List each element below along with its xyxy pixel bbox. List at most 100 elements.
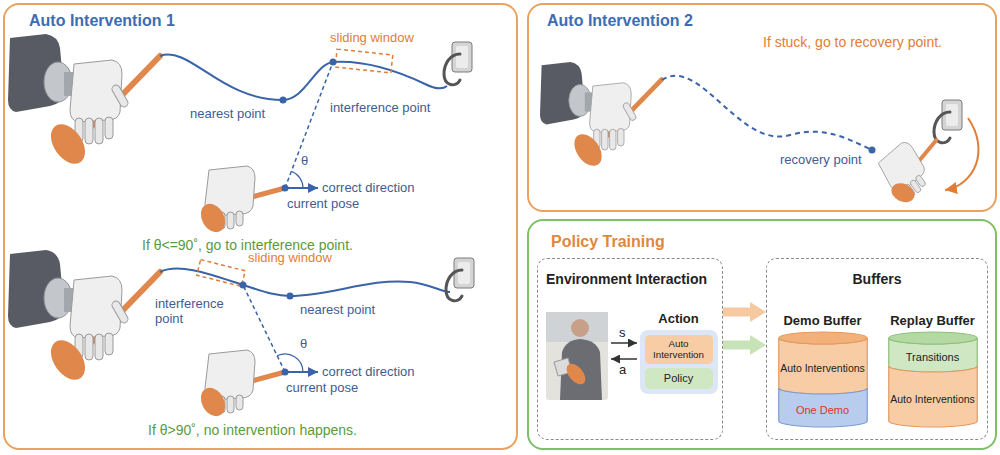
label-anchor: recovery point	[780, 152, 862, 167]
label-anchor: nearest point	[190, 106, 265, 121]
action-box: ActionAuto InterventionPolicy	[640, 330, 718, 394]
panel-title: Auto Intervention 2	[547, 12, 693, 31]
buffer-layer: Auto Interventions	[888, 372, 978, 427]
cylinder-band	[778, 388, 867, 427]
point-label: interference point	[330, 100, 430, 115]
panel: Auto Intervention 1	[3, 3, 518, 450]
trajectory-curve	[160, 269, 450, 296]
pose-label: current pose	[286, 380, 358, 395]
point-dot	[869, 147, 876, 154]
group-box: Environment InteractionActionAuto Interv…	[537, 258, 723, 440]
layer-label: Transitions	[906, 351, 959, 364]
direction-label: correct direction	[322, 364, 414, 379]
dashed-guide	[285, 62, 333, 188]
robot-hand	[196, 350, 285, 420]
photo-wall	[546, 312, 608, 342]
angle-arc	[277, 354, 303, 372]
label-anchor: nearest point	[300, 302, 375, 317]
action-arrow	[611, 358, 637, 360]
rule-note: If stuck, go to recovery point.	[763, 34, 942, 51]
cylinder-band	[778, 338, 867, 394]
label-anchor: interference point	[330, 100, 430, 115]
layer-label: Auto Interventions	[890, 393, 975, 405]
label-anchor: sliding window	[330, 30, 414, 45]
point-label: nearest point	[300, 302, 375, 317]
cylinder-top	[888, 332, 977, 344]
cylinder-band	[888, 366, 977, 427]
angle-label: θ	[301, 153, 308, 168]
photo-ground	[546, 312, 608, 400]
buffer-layer: Auto Interventions	[778, 344, 868, 394]
point-label: interference point	[155, 296, 235, 327]
point-dot	[280, 97, 287, 104]
robot-hand	[196, 166, 285, 236]
sliding-window-box	[197, 260, 246, 287]
point-dot	[330, 59, 337, 66]
trajectory-curve	[662, 76, 872, 150]
flow-arrow	[723, 341, 750, 350]
rule-note: If θ>90˚, no intervention happens.	[148, 422, 357, 439]
point-dot	[282, 369, 289, 376]
cylinder-top	[778, 332, 867, 344]
panel: Policy TrainingEnvironment InteractionAc…	[527, 219, 997, 450]
buffer-layer: Transitions	[888, 344, 978, 372]
point-dot	[287, 293, 294, 300]
buffer-heading: Replay Buffer	[890, 313, 975, 328]
buffer-layer: One Demo	[778, 394, 868, 427]
robot-arm	[8, 250, 160, 386]
point-label: recovery point	[780, 152, 862, 167]
environment-photo	[546, 312, 608, 400]
cylinder-outline	[888, 332, 978, 427]
label-anchor: interference point	[155, 296, 235, 327]
signal-label: a	[619, 362, 626, 377]
panel-title: Policy Training	[551, 233, 665, 252]
group-title: Buffers	[852, 271, 901, 288]
layer-label: Auto Interventions	[780, 362, 865, 374]
state-arrow	[611, 342, 637, 344]
point-dot	[282, 185, 289, 192]
robot-arm	[540, 62, 662, 171]
label-anchor: θ	[301, 153, 308, 168]
dashed-guide	[243, 285, 285, 372]
trajectory-curve	[160, 55, 447, 100]
label-anchor: correct direction	[322, 180, 414, 195]
window-label: sliding window	[248, 250, 332, 265]
process-box: Auto Intervention	[645, 335, 713, 364]
robot-arm	[8, 34, 160, 170]
buffer-heading: Demo Buffer	[783, 313, 861, 328]
window-label: sliding window	[330, 30, 414, 45]
angle-label: θ	[300, 336, 307, 351]
box-heading: Action	[658, 311, 698, 326]
box-label: Auto Intervention	[645, 338, 713, 361]
buffer-cylinder: Replay BufferTransitionsAuto Interventio…	[888, 332, 978, 427]
label-anchor: θ	[300, 336, 307, 351]
pose-label: current pose	[287, 196, 359, 211]
photo-brush	[563, 360, 589, 387]
process-box: Policy	[645, 368, 713, 389]
point-dot	[240, 282, 247, 289]
label-anchor: s	[619, 325, 626, 340]
group-box: BuffersDemo BufferAuto InterventionsOne …	[766, 258, 988, 440]
hook	[934, 100, 962, 143]
buffer-cylinder: Demo BufferAuto InterventionsOne Demo	[778, 332, 868, 427]
signal-label: s	[619, 325, 626, 340]
point-label: nearest point	[190, 106, 265, 121]
direction-label: correct direction	[322, 180, 414, 195]
direction-arrow	[285, 371, 318, 373]
label-anchor: a	[619, 362, 626, 377]
label-anchor: current pose	[286, 380, 358, 395]
panel-title: Auto Intervention 1	[29, 12, 175, 31]
recovery-arrow	[945, 118, 978, 190]
robot-hand	[868, 126, 959, 213]
box-label: Policy	[664, 372, 693, 385]
label-anchor: If stuck, go to recovery point.	[763, 34, 942, 51]
label-anchor: sliding window	[248, 250, 332, 265]
flow-arrow	[723, 308, 750, 317]
label-anchor: If θ>90˚, no intervention happens.	[148, 422, 357, 439]
angle-arc	[291, 171, 303, 188]
layer-label: One Demo	[796, 404, 849, 417]
sliding-window-box	[335, 49, 393, 73]
label-anchor: current pose	[287, 196, 359, 211]
hook	[446, 258, 474, 301]
